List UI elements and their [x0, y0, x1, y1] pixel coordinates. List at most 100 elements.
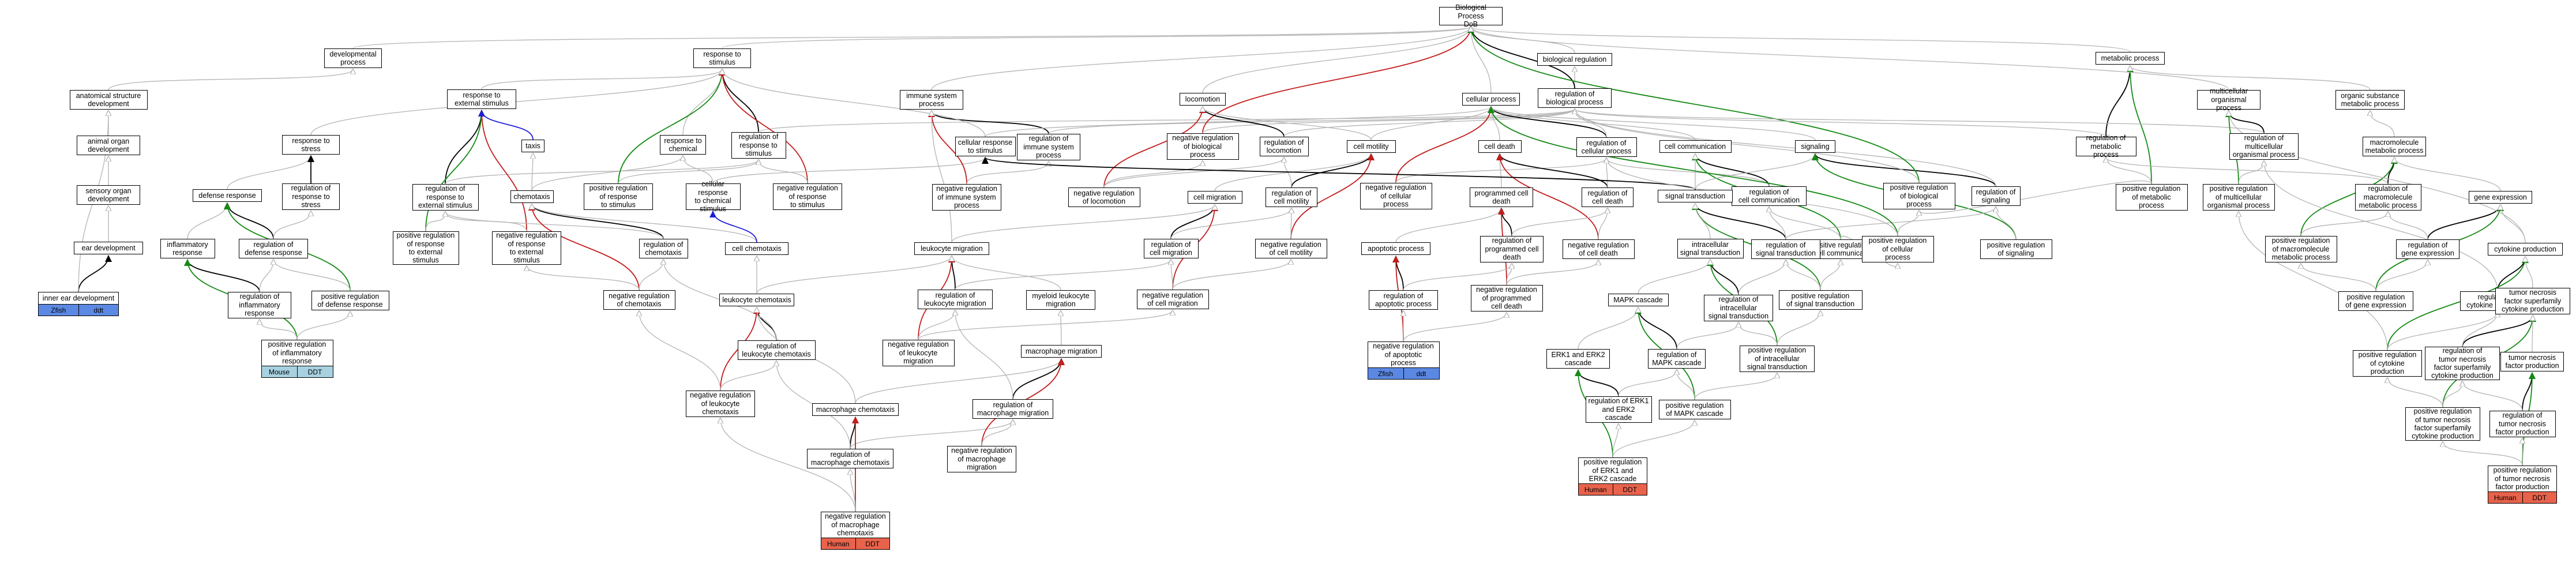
go-term-positive-regulation-of-multicellular-organismal-process[interactable]: positive regulation of multicellular org…: [2202, 184, 2275, 211]
go-term-tnf-superfamily-cytokine-production[interactable]: tumor necrosis factor superfamily cytoki…: [2495, 288, 2570, 314]
go-term-negative-regulation-of-cell-death[interactable]: negative regulation of cell death: [1562, 239, 1635, 259]
go-term-regulation-of-defense-response[interactable]: regulation of defense response: [239, 239, 308, 258]
go-term-signal-transduction[interactable]: signal transduction: [1658, 190, 1733, 202]
go-term-leukocyte-migration[interactable]: leukocyte migration: [914, 242, 989, 255]
go-term-regulation-of-cell-migration[interactable]: regulation of cell migration: [1143, 239, 1199, 258]
go-term-apoptotic-process[interactable]: apoptotic process: [1361, 242, 1430, 255]
go-term-regulation-of-signaling[interactable]: regulation of signaling: [1971, 186, 2021, 206]
go-term-regulation-of-macromolecule-metabolic-process[interactable]: regulation of macromolecule metabolic pr…: [2355, 184, 2421, 211]
go-term-regulation-of-cell-motility[interactable]: regulation of cell motility: [1266, 187, 1317, 207]
go-term-negative-regulation-of-macrophage-chemotaxis[interactable]: negative regulation of macrophage chemot…: [821, 512, 890, 538]
go-term-regulation-of-macrophage-migration[interactable]: regulation of macrophage migration: [972, 399, 1053, 419]
go-term-regulation-of-response-to-stimulus[interactable]: regulation of response to stimulus: [731, 132, 786, 159]
go-term-biological-regulation[interactable]: biological regulation: [1537, 53, 1612, 66]
go-term-negative-regulation-of-chemotaxis[interactable]: negative regulation of chemotaxis: [603, 290, 675, 310]
go-term-regulation-of-biological-process[interactable]: regulation of biological process: [1538, 88, 1612, 108]
go-term-regulation-of-chemotaxis[interactable]: regulation of chemotaxis: [639, 239, 688, 258]
go-term-positive-regulation-of-defense-response[interactable]: positive regulation of defense response: [311, 291, 389, 310]
go-term-positive-regulation-of-mapk-cascade[interactable]: positive regulation of MAPK cascade: [1658, 400, 1731, 419]
go-term-regulation-of-response-to-external-stimulus[interactable]: regulation of response to external stimu…: [412, 184, 479, 211]
go-term-positive-regulation-of-gene-expression[interactable]: positive regulation of gene expression: [2338, 291, 2413, 311]
go-term-regulation-of-programmed-cell-death[interactable]: regulation of programmed cell death: [1480, 236, 1544, 262]
go-term-regulation-of-signal-transduction[interactable]: regulation of signal transduction: [1751, 239, 1820, 259]
go-term-regulation-of-erk1-erk2-cascade[interactable]: regulation of ERK1 and ERK2 cascade: [1585, 396, 1652, 423]
go-term-negative-regulation-of-response-to-stimulus[interactable]: negative regulation of response to stimu…: [773, 183, 842, 210]
go-term-leukocyte-chemotaxis[interactable]: leukocyte chemotaxis: [719, 294, 794, 306]
go-term-tnf-production[interactable]: tumor necrosis factor production: [2500, 352, 2564, 371]
go-term-positive-regulation-of-tnf-superfamily-cytokine-production[interactable]: positive regulation of tumor necrosis fa…: [2405, 407, 2480, 441]
go-term-positive-regulation-of-erk1-erk2-cascade[interactable]: positive regulation of ERK1 and ERK2 cas…: [1578, 457, 1647, 484]
go-term-response-to-stress[interactable]: response to stress: [282, 135, 340, 155]
go-term-erk1-erk2-cascade[interactable]: ERK1 and ERK2 cascade: [1546, 349, 1610, 369]
go-term-regulation-of-tnf-production[interactable]: regulation of tumor necrosis factor prod…: [2489, 411, 2556, 437]
go-term-negative-regulation-of-programmed-cell-death[interactable]: negative regulation of programmed cell d…: [1470, 285, 1543, 311]
go-term-sensory-organ-development[interactable]: sensory organ development: [77, 185, 140, 205]
go-term-regulation-of-apoptotic-process[interactable]: regulation of apoptotic process: [1369, 290, 1438, 310]
go-term-programmed-cell-death[interactable]: programmed cell death: [1470, 187, 1533, 207]
go-term-positive-regulation-of-signaling[interactable]: positive regulation of signaling: [1980, 239, 2052, 259]
go-term-locomotion[interactable]: locomotion: [1180, 93, 1226, 106]
go-term-animal-organ-development[interactable]: animal organ development: [77, 136, 140, 155]
go-term-negative-regulation-of-leukocyte-migration[interactable]: negative regulation of leukocyte migrati…: [882, 340, 955, 366]
go-term-regulation-of-gene-expression[interactable]: regulation of gene expression: [2396, 239, 2459, 259]
go-term-response-to-chemical[interactable]: response to chemical: [660, 135, 706, 155]
go-term-positive-regulation-of-cytokine-production[interactable]: positive regulation of cytokine producti…: [2353, 350, 2422, 377]
go-term-positive-regulation-of-biological-process[interactable]: positive regulation of biological proces…: [1883, 183, 1955, 209]
go-term-regulation-of-multicellular-organismal-process[interactable]: regulation of multicellular organismal p…: [2229, 133, 2299, 160]
go-term-negative-regulation-of-cellular-process[interactable]: negative regulation of cellular process: [1360, 183, 1432, 209]
go-term-negative-regulation-of-cell-migration[interactable]: negative regulation of cell migration: [1136, 290, 1209, 309]
go-term-cell-chemotaxis[interactable]: cell chemotaxis: [725, 242, 788, 255]
go-term-regulation-of-macrophage-chemotaxis[interactable]: regulation of macrophage chemotaxis: [807, 449, 893, 468]
go-term-biological-process[interactable]: Biological Process DoB: [1439, 3, 1503, 28]
go-term-cell-migration[interactable]: cell migration: [1187, 191, 1242, 204]
go-term-negative-regulation-of-locomotion[interactable]: negative regulation of locomotion: [1068, 187, 1140, 207]
go-term-intracellular-signal-transduction[interactable]: intracellular signal transduction: [1677, 239, 1744, 258]
go-term-negative-regulation-of-immune-system-process[interactable]: negative regulation of immune system pro…: [932, 184, 1001, 211]
go-term-anatomical-structure-development[interactable]: anatomical structure development: [69, 90, 148, 110]
go-term-taxis[interactable]: taxis: [521, 140, 545, 152]
go-term-regulation-of-locomotion[interactable]: regulation of locomotion: [1259, 137, 1309, 156]
go-term-positive-regulation-of-inflammatory-response[interactable]: positive regulation of inflammatory resp…: [261, 340, 333, 366]
go-term-myeloid-leukocyte-migration[interactable]: myeloid leukocyte migration: [1026, 290, 1095, 310]
go-term-regulation-of-metabolic-process[interactable]: regulation of metabolic process: [2075, 134, 2136, 159]
go-term-regulation-of-immune-system-process[interactable]: regulation of immune system process: [1017, 134, 1080, 160]
go-term-regulation-of-leukocyte-chemotaxis[interactable]: regulation of leukocyte chemotaxis: [737, 340, 816, 360]
go-term-regulation-of-tnf-superfamily-cytokine-production[interactable]: regulation of tumor necrosis factor supe…: [2425, 347, 2500, 380]
go-term-regulation-of-inflammatory-response[interactable]: regulation of inflammatory response: [228, 292, 291, 318]
go-term-macrophage-migration[interactable]: macrophage migration: [1021, 345, 1102, 358]
go-term-regulation-of-response-to-stress[interactable]: regulation of response to stress: [282, 183, 340, 210]
go-term-chemotaxis[interactable]: chemotaxis: [510, 190, 554, 203]
go-term-regulation-of-intracellular-signal-transduction[interactable]: regulation of intracellular signal trans…: [1704, 295, 1773, 321]
go-term-immune-system-process[interactable]: immune system process: [900, 90, 963, 110]
go-term-metabolic-process[interactable]: metabolic process: [2096, 52, 2165, 65]
go-term-regulation-of-leukocyte-migration[interactable]: regulation of leukocyte migration: [918, 290, 993, 309]
go-term-negative-regulation-of-response-to-external-stimulus[interactable]: negative regulation of response to exter…: [492, 231, 561, 265]
go-term-cell-communication[interactable]: cell communication: [1659, 140, 1732, 153]
go-term-regulation-of-cell-communication[interactable]: regulation of cell communication: [1732, 186, 1807, 206]
go-term-negative-regulation-of-leukocyte-chemotaxis[interactable]: negative regulation of leukocyte chemota…: [686, 391, 755, 417]
go-term-positive-regulation-of-macromolecule-metabolic-process[interactable]: positive regulation of macromolecule met…: [2265, 236, 2337, 262]
go-term-organic-substance-metabolic-process[interactable]: organic substance metabolic process: [2335, 90, 2405, 110]
go-term-negative-regulation-of-biological-process[interactable]: negative regulation of biological proces…: [1166, 133, 1239, 160]
go-term-gene-expression[interactable]: gene expression: [2469, 191, 2532, 204]
go-term-positive-regulation-of-response-to-external-stimulus[interactable]: positive regulation of response to exter…: [392, 231, 459, 265]
go-term-response-to-external-stimulus[interactable]: response to external stimulus: [447, 89, 516, 109]
go-term-regulation-of-cell-death[interactable]: regulation of cell death: [1582, 187, 1634, 207]
go-term-inner-ear-development[interactable]: inner ear development: [38, 292, 119, 305]
go-term-multicellular-organismal-process[interactable]: multicellular organismal process: [2197, 87, 2260, 112]
go-term-positive-regulation-of-tnf-production[interactable]: positive regulation of tumor necrosis fa…: [2488, 466, 2557, 492]
go-term-response-to-stimulus[interactable]: response to stimulus: [693, 48, 751, 68]
go-term-positive-regulation-of-signal-transduction[interactable]: positive regulation of signal transducti…: [1778, 290, 1862, 310]
go-term-negative-regulation-of-cell-motility[interactable]: negative regulation of cell motility: [1255, 239, 1327, 258]
go-term-developmental-process[interactable]: developmental process: [324, 48, 382, 68]
go-term-regulation-of-cellular-process[interactable]: regulation of cellular process: [1576, 137, 1637, 157]
go-term-ear-development[interactable]: ear development: [74, 242, 143, 254]
go-term-negative-regulation-of-macrophage-migration[interactable]: negative regulation of macrophage migrat…: [947, 446, 1016, 472]
go-term-cytokine-production[interactable]: cytokine production: [2488, 243, 2563, 256]
go-term-cell-motility[interactable]: cell motility: [1346, 140, 1396, 153]
go-term-positive-regulation-of-metabolic-process[interactable]: positive regulation of metabolic process: [2115, 184, 2188, 211]
go-term-signaling[interactable]: signaling: [1795, 140, 1835, 153]
go-term-cellular-process[interactable]: cellular process: [1462, 93, 1520, 106]
go-term-cellular-response-to-stimulus[interactable]: cellular response to stimulus: [955, 137, 1016, 156]
go-term-defense-response[interactable]: defense response: [193, 189, 262, 202]
